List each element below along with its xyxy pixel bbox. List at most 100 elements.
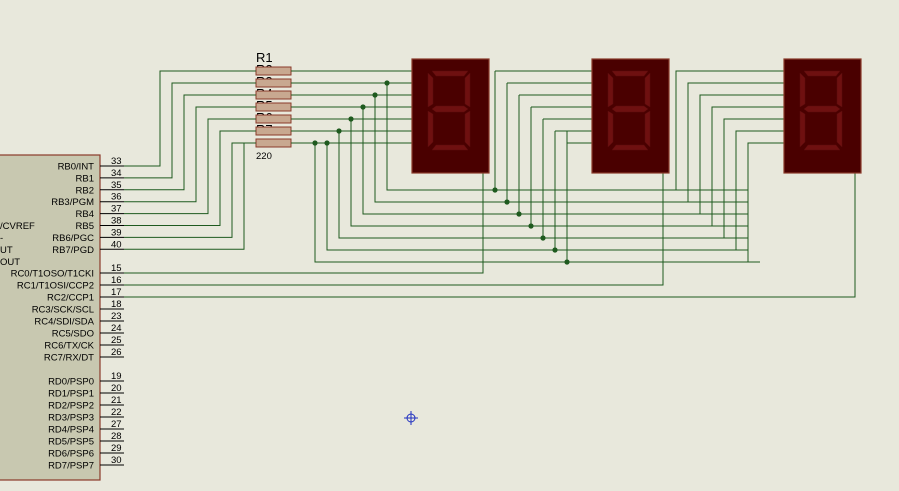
resistor-body xyxy=(255,102,292,112)
mcu-pin-label: RC7/RX/DT xyxy=(44,353,94,364)
wire xyxy=(699,94,784,214)
mcu-fragment-label: UT xyxy=(0,245,13,256)
mcu-pin-number: 37 xyxy=(111,204,122,215)
display-segment xyxy=(803,144,841,151)
mcu-pin-number: 19 xyxy=(111,371,122,382)
mcu-pin-label: RD3/PSP3 xyxy=(48,413,94,424)
mcu-pin-number: 21 xyxy=(111,395,122,406)
display-segment xyxy=(427,72,434,108)
mcu-pin-label: RC5/SDO xyxy=(52,329,94,340)
wire xyxy=(124,130,256,226)
display-segment xyxy=(799,72,806,108)
wire xyxy=(124,173,484,274)
wire xyxy=(124,94,256,191)
mcu-pin-number: 30 xyxy=(111,455,122,466)
display-segment xyxy=(803,105,841,113)
mcu-pin-number: 26 xyxy=(111,347,122,358)
display-segment xyxy=(644,72,651,108)
mcu-fragment-label: OUT xyxy=(0,257,20,268)
wire xyxy=(711,106,784,226)
mcu-pin-label: RC4/SDI/SDA xyxy=(34,317,94,328)
mcu-pin-label: RB1 xyxy=(76,173,94,184)
mcu-pin-label: RB2 xyxy=(76,185,94,196)
resistor-body xyxy=(255,66,292,76)
wire xyxy=(687,82,784,202)
wire xyxy=(326,143,748,251)
mcu-pin-number: 33 xyxy=(111,156,122,167)
mcu-pin-label: RB7/PGD xyxy=(52,245,94,256)
resistor-body xyxy=(255,114,292,124)
mcu-pin-label: RC2/CCP1 xyxy=(47,293,94,304)
seven-segment-display[interactable] xyxy=(783,58,862,174)
display-segment xyxy=(431,144,469,151)
mcu-pin-number: 22 xyxy=(111,407,122,418)
resistor-body xyxy=(255,90,292,100)
mcu-pin-number: 35 xyxy=(111,180,122,191)
mcu-pin-number: 18 xyxy=(111,299,122,310)
resistor-body xyxy=(255,126,292,136)
wire xyxy=(723,118,784,238)
mcu-pin-number: 28 xyxy=(111,431,122,442)
mcu-pin-label: RB0/INT xyxy=(58,162,95,173)
resistor-label: R1 xyxy=(256,50,273,65)
display-segment xyxy=(427,110,434,148)
wire xyxy=(124,82,256,179)
wire xyxy=(124,173,856,298)
mcu-pin-label: RC1/T1OSI/CCP2 xyxy=(17,281,94,292)
display-segment xyxy=(836,110,843,148)
mcu-pin-number: 15 xyxy=(111,263,122,274)
display-body xyxy=(411,58,490,174)
mcu-pin-number: 17 xyxy=(111,287,122,298)
wire xyxy=(747,142,784,262)
microcontroller-body[interactable] xyxy=(0,154,101,481)
display-segment xyxy=(431,105,469,113)
display-segment xyxy=(607,110,614,148)
mcu-pin-label: RD4/PSP4 xyxy=(48,425,94,436)
display-segment xyxy=(611,70,649,77)
seven-segment-displays xyxy=(411,58,862,174)
mcu-pin-label: RD2/PSP2 xyxy=(48,401,94,412)
seven-segment-display[interactable] xyxy=(591,58,670,174)
resistor-body xyxy=(255,78,292,88)
mcu-pin-label: RB5 xyxy=(76,221,94,232)
wires xyxy=(124,70,856,298)
mcu-pin-number: 20 xyxy=(111,383,122,394)
resistor-pack[interactable]: R1R2R3R4R5R6R7 xyxy=(255,50,292,148)
wire xyxy=(735,130,784,250)
mcu-fragment-label: /CVREF xyxy=(0,221,35,232)
mcu-pin-label: RC0/T1OSO/T1CKI xyxy=(11,269,94,280)
mcu-pin-label: RD0/PSP0 xyxy=(48,377,94,388)
display-segment xyxy=(464,110,471,148)
wire xyxy=(124,118,256,215)
mcu-pin-label: RC3/SCK/SCL xyxy=(32,305,94,316)
mcu-pin-number: 27 xyxy=(111,419,122,430)
display-body xyxy=(783,58,862,174)
wire xyxy=(675,70,784,190)
mcu-pin-number: 34 xyxy=(111,168,122,179)
seven-segment-display[interactable] xyxy=(411,58,490,174)
mcu-pin-number: 29 xyxy=(111,443,122,454)
mcu-pin-number: 40 xyxy=(111,239,122,250)
mcu-pin-label: RD1/PSP1 xyxy=(48,389,94,400)
resistor-value-label: 220 xyxy=(256,151,272,162)
mcu-pin-number: 16 xyxy=(111,275,122,286)
display-segment xyxy=(799,110,806,148)
wire xyxy=(124,142,256,250)
mcu-pin-number: 38 xyxy=(111,216,122,227)
mcu-pin-number: 39 xyxy=(111,227,122,238)
mcu-pin-number: 25 xyxy=(111,335,122,346)
display-segment xyxy=(803,70,841,77)
display-segment xyxy=(644,110,651,148)
mcu-pin-number: 23 xyxy=(111,311,122,322)
mcu-pin-label: RB3/PGM xyxy=(51,197,94,208)
display-segment xyxy=(431,70,469,77)
mcu-pin-label: RB4 xyxy=(76,209,94,220)
wire xyxy=(124,106,256,203)
mcu-pin-label: RD7/PSP7 xyxy=(48,461,94,472)
display-segment xyxy=(464,72,471,108)
mcu-pin-number: 24 xyxy=(111,323,122,334)
wire xyxy=(124,173,664,286)
